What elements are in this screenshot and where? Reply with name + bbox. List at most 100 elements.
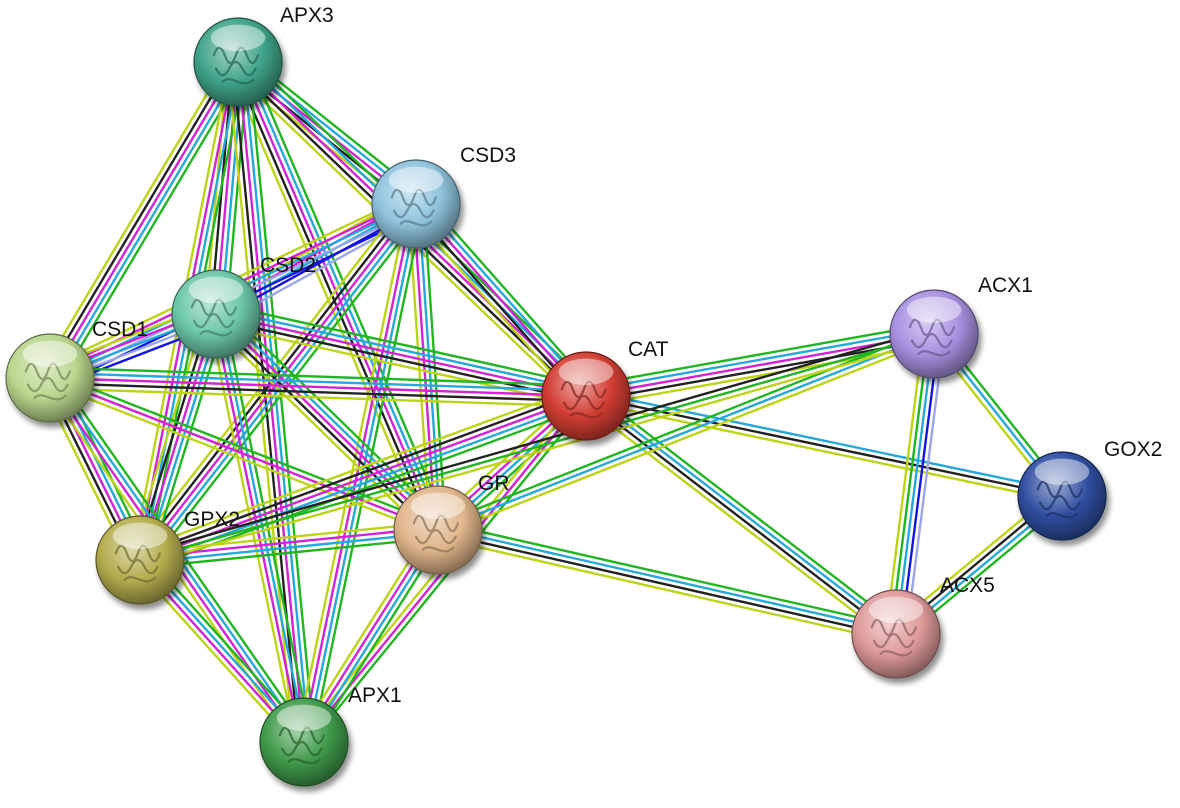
- node-gloss: [388, 166, 444, 193]
- edge-channel-cyan: [437, 526, 898, 633]
- edge-channel-green: [138, 332, 936, 562]
- edge-channel-yellow: [207, 320, 432, 539]
- node-label-acx5: ACX5: [940, 574, 995, 597]
- protein-structure-icon: [908, 318, 955, 357]
- edge-apx3-csd1: [39, 55, 249, 385]
- edge-channel-green: [49, 366, 588, 387]
- edge-channel-yellow: [583, 399, 1063, 503]
- node-gpx2[interactable]: [95, 515, 185, 605]
- protein-structure-icon: [114, 544, 161, 583]
- edge-channel-yellow: [48, 387, 587, 408]
- edge-channel-green: [589, 388, 902, 630]
- node-label-gr: GR: [478, 472, 510, 495]
- protein-structure-icon: [212, 46, 259, 85]
- node-apx1[interactable]: [259, 697, 349, 787]
- edge-acx1-acx5: [884, 331, 946, 637]
- edge-csd1-gr: [46, 371, 442, 537]
- edge-channel-yellow: [435, 536, 896, 643]
- edge-channel-black: [48, 381, 588, 403]
- edge-channel-green: [57, 66, 249, 385]
- edge-channel-cyan: [48, 371, 588, 393]
- edge-channel-black: [436, 531, 897, 638]
- node-csd3[interactable]: [371, 159, 461, 249]
- edge-channel-black: [137, 389, 586, 557]
- edge-channel-cyan: [583, 327, 935, 393]
- edge-channel-magenta: [214, 312, 440, 532]
- edge-channel-magenta: [48, 376, 588, 398]
- edge-channel-green: [889, 332, 931, 635]
- node-label-gox2: GOX2: [1104, 438, 1162, 461]
- edge-channel-green: [438, 521, 899, 628]
- protein-structure-icon: [560, 380, 607, 419]
- edge-channel-green: [247, 59, 316, 743]
- edge-cat-acx1: [582, 322, 938, 408]
- edge-gr-acx5: [435, 521, 899, 643]
- edge-channel-cyan: [436, 332, 936, 532]
- edge-channel-green: [582, 322, 934, 387]
- edge-channel-green: [222, 305, 447, 524]
- edge-channel-blue: [899, 333, 941, 636]
- edge-channel-black: [211, 316, 436, 535]
- protein-structure-icon: [870, 618, 917, 657]
- node-gloss: [906, 296, 962, 323]
- node-gloss: [188, 276, 244, 303]
- node-gloss: [868, 596, 924, 623]
- node-cat[interactable]: [541, 351, 631, 441]
- node-label-csd1: CSD1: [92, 318, 148, 341]
- edge-channel-cyan: [585, 389, 1065, 493]
- edge-gpx2-acx1: [137, 327, 937, 567]
- node-gloss: [112, 522, 168, 549]
- edge-channel-cyan: [894, 332, 936, 636]
- edge-channel-black: [213, 317, 587, 403]
- node-gr[interactable]: [393, 485, 483, 575]
- edge-channel-green: [139, 536, 440, 569]
- protein-structure-icon: [190, 298, 237, 337]
- edge-channel-green: [50, 371, 442, 527]
- node-csd1[interactable]: [5, 333, 95, 423]
- edge-channel-green: [217, 302, 590, 388]
- edge-channel-cyan: [53, 63, 244, 382]
- nodes-layer: [5, 17, 1107, 787]
- node-gox2[interactable]: [1017, 451, 1107, 541]
- edge-channel-yellow: [212, 322, 585, 408]
- node-csd2[interactable]: [171, 269, 261, 359]
- edge-channel-magenta: [236, 60, 306, 744]
- edge-channel-black: [44, 58, 235, 377]
- edge-channel-black: [583, 396, 896, 638]
- node-label-csd2: CSD2: [260, 254, 316, 277]
- node-gloss: [276, 704, 332, 731]
- node-gloss: [22, 340, 78, 367]
- node-acx1[interactable]: [889, 289, 979, 379]
- edge-channel-magenta: [48, 60, 240, 380]
- edge-channel-yellow: [580, 400, 893, 642]
- edge-channel-cyan: [215, 307, 589, 393]
- edge-channel-lightblue: [905, 334, 946, 637]
- edge-channel-yellow: [438, 337, 938, 537]
- edge-channel-magenta: [300, 202, 415, 743]
- node-label-cat: CAT: [628, 338, 669, 361]
- edge-channel-cyan: [586, 392, 899, 634]
- node-gloss: [1034, 458, 1090, 485]
- edge-channel-black: [137, 327, 934, 557]
- protein-structure-icon: [24, 362, 71, 401]
- edge-csd1-cat: [48, 366, 588, 408]
- edge-channel-magenta: [48, 376, 440, 532]
- labels-layer: APX3CSD3CSD2CSD1CATACX1GOX2GRGPX2ACX5APX…: [92, 4, 1162, 707]
- edge-channel-yellow: [140, 337, 937, 567]
- node-apx3[interactable]: [193, 17, 283, 107]
- node-label-apx1: APX1: [348, 684, 402, 707]
- node-label-gpx2: GPX2: [184, 508, 240, 531]
- node-gloss: [558, 358, 614, 385]
- edge-channel-yellow: [884, 331, 925, 634]
- protein-structure-icon: [1036, 480, 1083, 519]
- node-label-csd3: CSD3: [460, 144, 516, 167]
- protein-structure-icon: [390, 188, 437, 227]
- node-acx5[interactable]: [851, 589, 941, 679]
- node-gloss: [210, 24, 266, 51]
- node-label-apx3: APX3: [280, 4, 334, 27]
- edge-channel-cyan: [139, 531, 440, 564]
- edge-channel-yellow: [135, 385, 584, 552]
- edge-channel-yellow: [46, 381, 438, 537]
- node-gloss: [410, 492, 466, 519]
